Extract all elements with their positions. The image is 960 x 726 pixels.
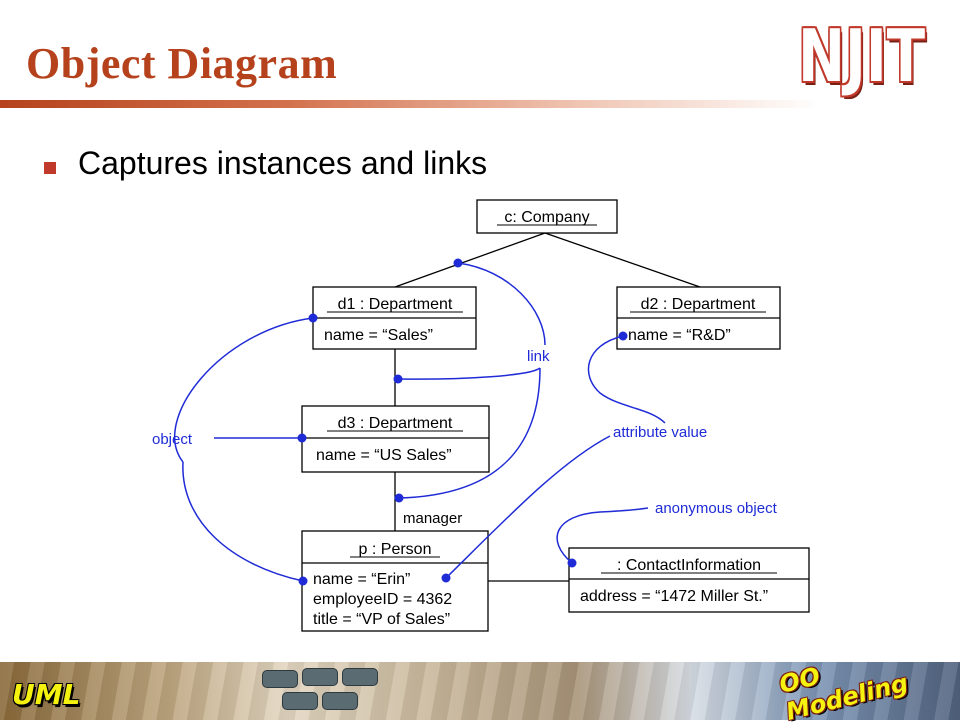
- object-attribute: name = “US Sales”: [316, 447, 452, 464]
- object-header: d2 : Department: [641, 296, 756, 313]
- annotation-dots: [297, 258, 628, 586]
- link-company-d2: [544, 232, 701, 288]
- object-attribute: address = “1472 Miller St.”: [580, 588, 768, 605]
- footer-photo-band: [0, 662, 960, 720]
- object-attribute: employeeID = 4362: [313, 591, 452, 608]
- object-header: d1 : Department: [338, 296, 453, 313]
- keypad-key-icon: [322, 692, 358, 710]
- njit-logo: NJIT: [798, 14, 926, 98]
- annotation-object: object: [152, 431, 193, 448]
- annotation-labels: object link attribute value anonymous ob…: [152, 348, 778, 517]
- annotation-callouts: [173, 262, 666, 582]
- title-underline: [0, 100, 820, 108]
- object-attribute: name = “Sales”: [324, 327, 433, 344]
- dot-link-manager: [394, 493, 404, 503]
- object-attribute: name = “Erin”: [313, 571, 410, 588]
- callout-link-to-d1-d3: [397, 367, 541, 380]
- annotation-anonymous-object: anonymous object: [655, 500, 778, 517]
- slide-title: Object Diagram: [26, 39, 338, 88]
- object-attribute: name = “R&D”: [628, 327, 731, 344]
- object-box-contact: : ContactInformation address = “1472 Mil…: [568, 547, 810, 613]
- dot-link-company: [453, 258, 463, 268]
- keypad-key-icon: [302, 668, 338, 686]
- object-box-person: p : Person name = “Erin” employeeID = 43…: [301, 530, 489, 632]
- object-header: d3 : Department: [338, 415, 453, 432]
- dot-anonymous-contact: [567, 558, 577, 568]
- object-header: p : Person: [359, 541, 432, 558]
- keypad-key-icon: [262, 670, 298, 688]
- link-company-d1: [394, 232, 546, 288]
- dot-object-d3: [297, 433, 307, 443]
- keypad-key-icon: [342, 668, 378, 686]
- object-header: c: Company: [504, 209, 589, 226]
- dot-attribute-person: [441, 573, 451, 583]
- callout-attribute-to-person: [445, 435, 611, 579]
- annotation-link: link: [527, 348, 550, 365]
- callout-anonymous-to-contact: [556, 507, 649, 564]
- object-diagram: c: Company d1 : Department name = “Sales…: [152, 199, 810, 632]
- object-attribute: title = “VP of Sales”: [313, 611, 450, 628]
- dot-attribute-d2: [618, 331, 628, 341]
- object-box-d3: d3 : Department name = “US Sales”: [301, 405, 490, 473]
- dot-object-d1: [308, 313, 318, 323]
- callout-link-to-manager: [398, 367, 541, 499]
- link-label-manager: manager: [403, 510, 462, 527]
- object-header: : ContactInformation: [617, 557, 761, 574]
- callout-link-to-company-link: [457, 262, 546, 346]
- dot-object-person: [298, 576, 308, 586]
- footer-uml-label: UML: [12, 678, 81, 711]
- callout-object-to-d1: [173, 317, 314, 463]
- callout-object-to-person: [182, 461, 304, 582]
- object-box-company: c: Company: [476, 199, 618, 234]
- bullet-marker: [44, 162, 56, 174]
- callout-attribute-to-d2: [587, 335, 666, 424]
- keypad-key-icon: [282, 692, 318, 710]
- annotation-attribute-value: attribute value: [613, 424, 707, 441]
- object-box-d2: d2 : Department name = “R&D”: [616, 286, 781, 350]
- object-box-d1: d1 : Department name = “Sales”: [312, 286, 477, 350]
- dot-link-d1-d3: [393, 374, 403, 384]
- bullet-text: Captures instances and links: [78, 145, 488, 181]
